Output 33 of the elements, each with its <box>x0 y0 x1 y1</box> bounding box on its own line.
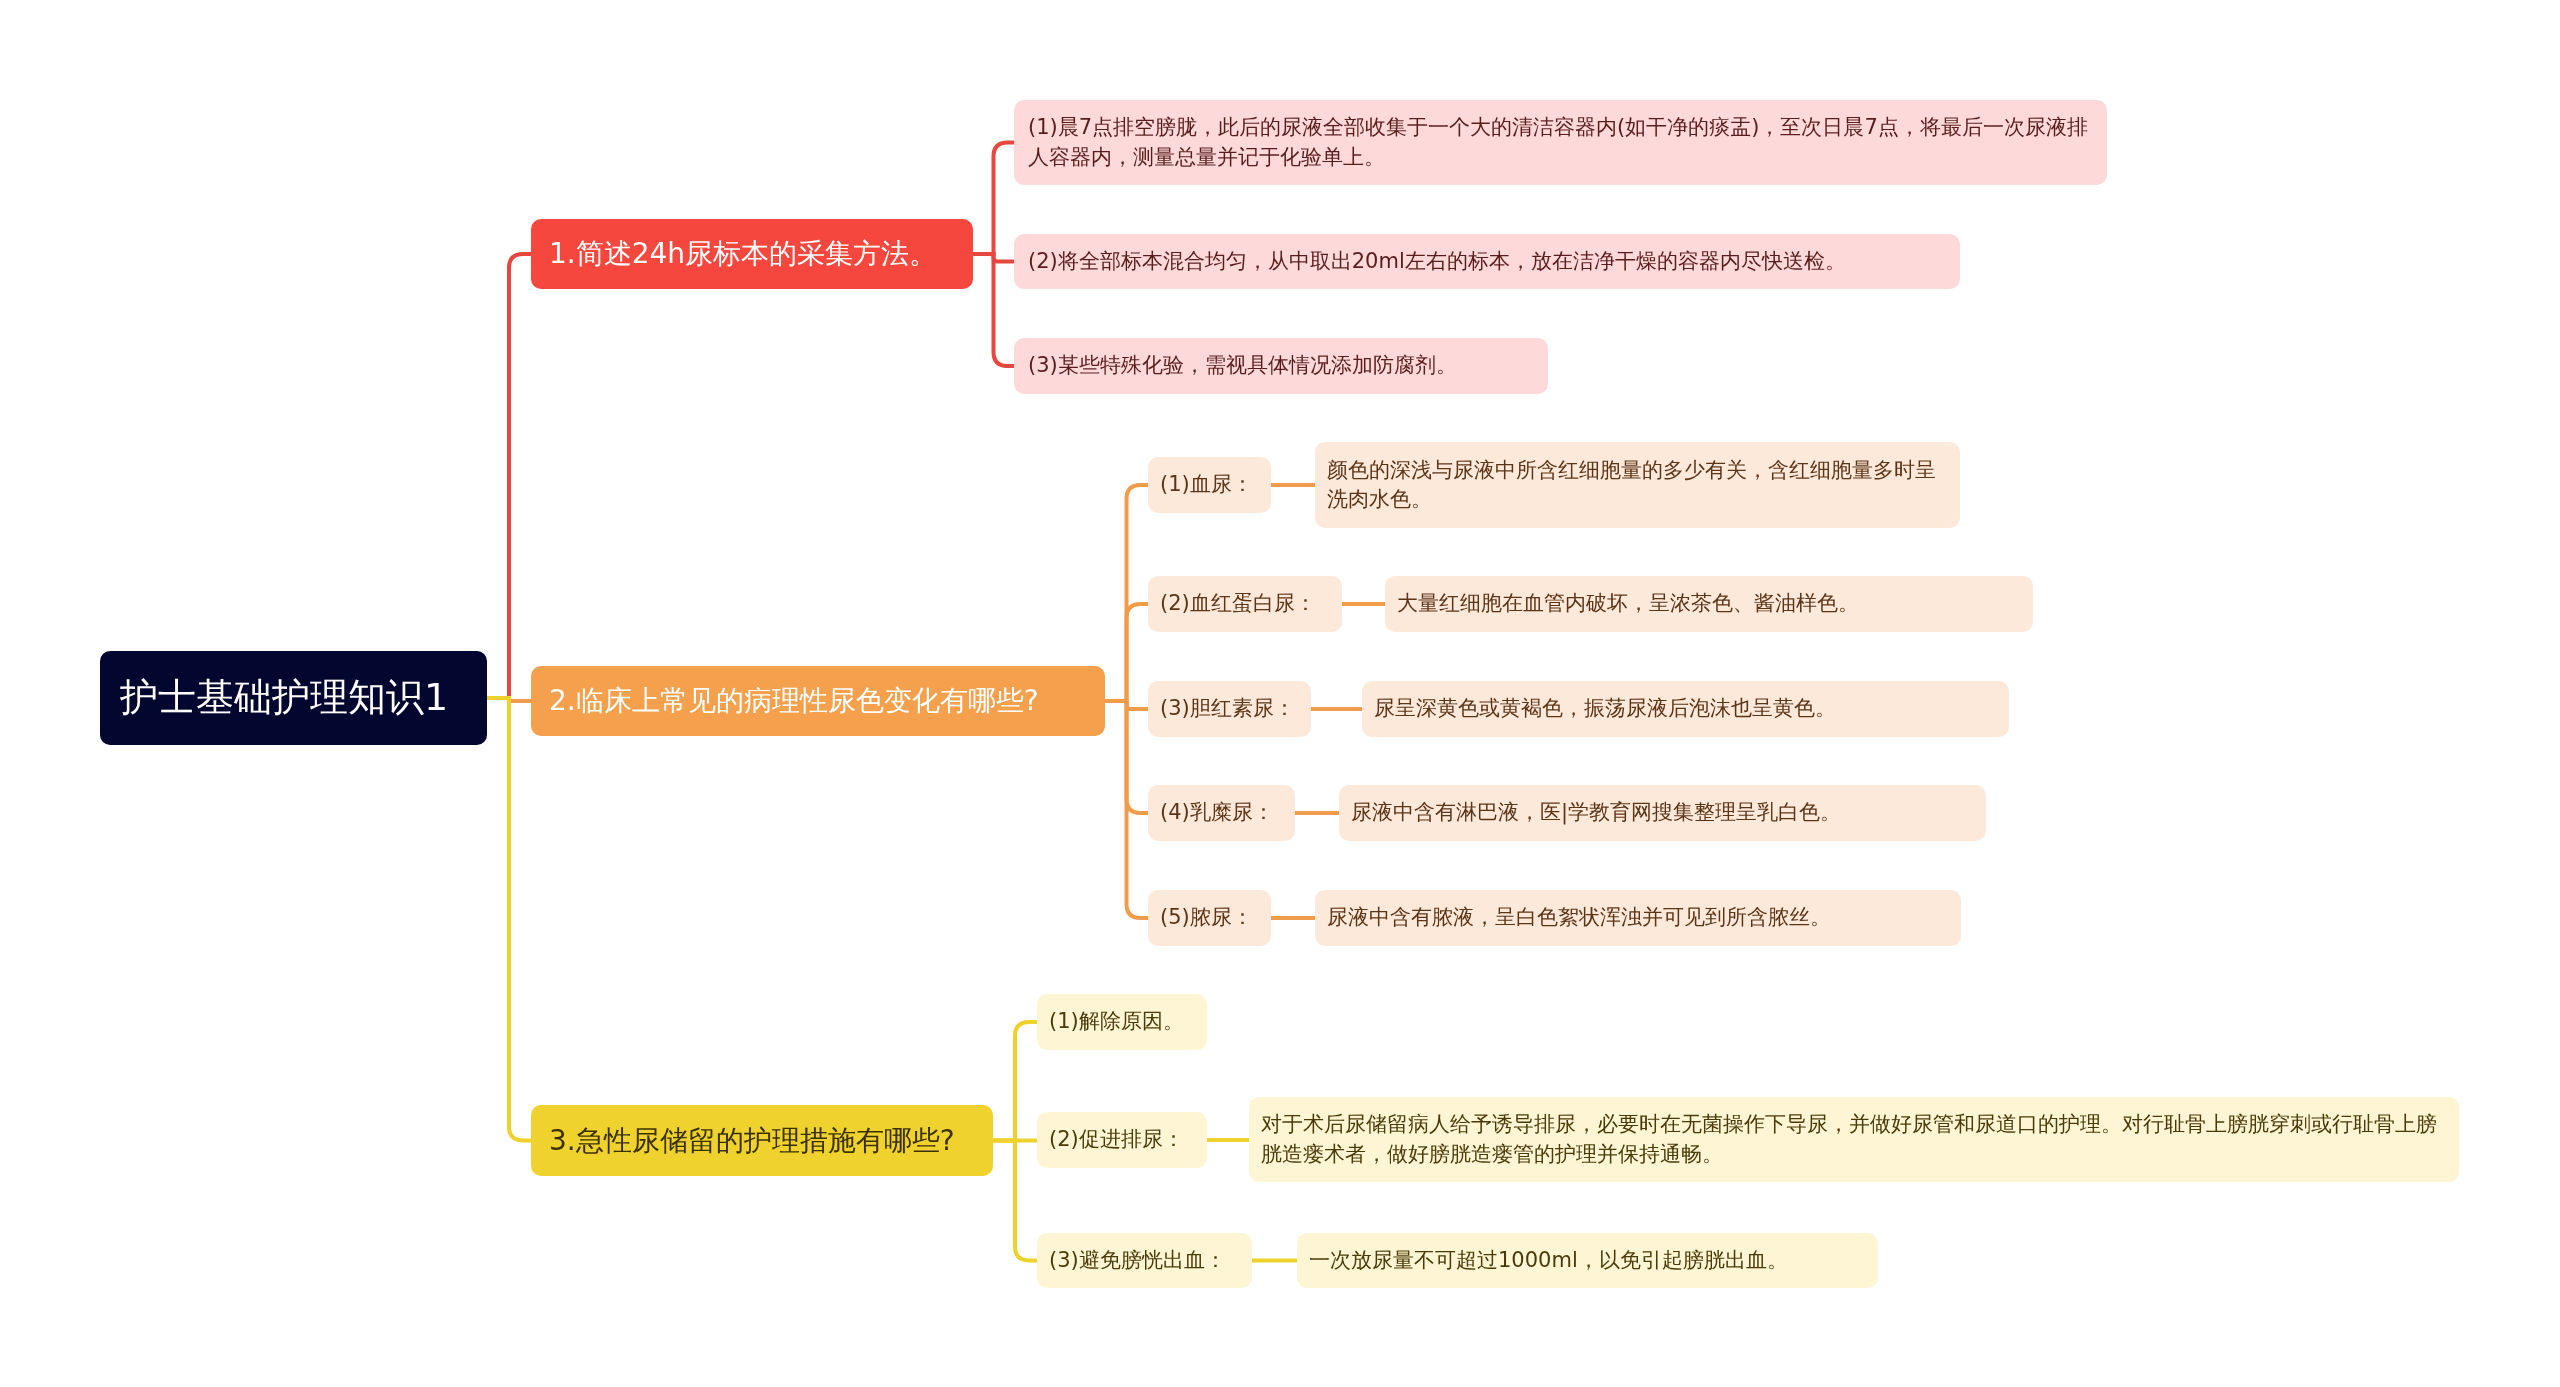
subtopic-box: 一次放尿量不可超过1000ml，以免引起膀胱出血。 <box>1297 1233 1878 1288</box>
subtopic-box: (3)某些特殊化验，需视具体情况添加防腐剂。 <box>1014 338 1548 394</box>
subtopic-box: 尿呈深黄色或黄褐色，振荡尿液后泡沫也呈黄色。 <box>1362 681 2009 737</box>
subtopic-box: (4)乳糜尿： <box>1148 785 1295 841</box>
connector-line <box>973 252 1014 368</box>
subtopic-box: (2)促进排尿： <box>1037 1112 1207 1168</box>
subtopic-box: 大量红细胞在血管内破坏，呈浓茶色、酱油样色。 <box>1385 576 2033 632</box>
subtopic-box: 颜色的深浅与尿液中所含红细胞量的多少有关，含红细胞量多时呈洗肉水色。 <box>1315 442 1960 528</box>
connector-line <box>1271 916 1315 920</box>
connector-line <box>1207 1138 1249 1142</box>
connector-line <box>487 696 531 1143</box>
subtopic-box: (3)胆红素尿： <box>1148 681 1311 737</box>
subtopic-box: (1)晨7点排空膀胧，此后的尿液全部收集于一个大的清洁容器内(如干净的痰盂)，至次日晨7点，将最后一次尿液排人容器内，测量总量并记于化验单上。 <box>1014 100 2107 185</box>
connector-line <box>1271 483 1315 487</box>
connector-line <box>1252 1258 1297 1263</box>
connector-line <box>1342 602 1385 606</box>
subtopic-box: (2)血红蛋白尿： <box>1148 576 1342 632</box>
subtopic-box: 尿液中含有淋巴液，医|学教育网搜集整理呈乳白色。 <box>1339 785 1986 841</box>
connector-line <box>1105 699 1148 920</box>
topic-box: 3.急性尿储留的护理措施有哪些? <box>531 1105 993 1176</box>
subtopic-box: (2)将全部标本混合均匀，从中取出20ml左右的标本，放在洁净干燥的容器内尽快送检。 <box>1014 234 1960 289</box>
connector-line <box>993 1138 1037 1263</box>
connector-line <box>1311 707 1362 711</box>
subtopic-box: 尿液中含有脓液，呈白色絮状浑浊并可见到所含脓丝。 <box>1315 890 1961 946</box>
root-topic-box: 护士基础护理知识1 <box>100 651 487 745</box>
topic-box: 1.简述24h尿标本的采集方法。 <box>531 219 973 289</box>
subtopic-box: 对于术后尿储留病人给予诱导排尿，必要时在无菌操作下导尿，并做好尿管和尿道口的护理。对行耻骨上膀胱穿刺或行耻骨上膀胱造瘘术者，做好膀胱造瘘管的护理并保持通畅。 <box>1249 1097 2459 1182</box>
subtopic-box: (1)解除原因。 <box>1037 994 1207 1050</box>
subtopic-box: (5)脓尿： <box>1148 890 1271 946</box>
subtopic-box: (1)血尿： <box>1148 457 1271 513</box>
subtopic-box: (3)避免膀恍出血： <box>1037 1233 1252 1288</box>
connector-line <box>1295 811 1339 815</box>
topic-box: 2.临床上常见的病理性尿色变化有哪些? <box>531 666 1105 736</box>
